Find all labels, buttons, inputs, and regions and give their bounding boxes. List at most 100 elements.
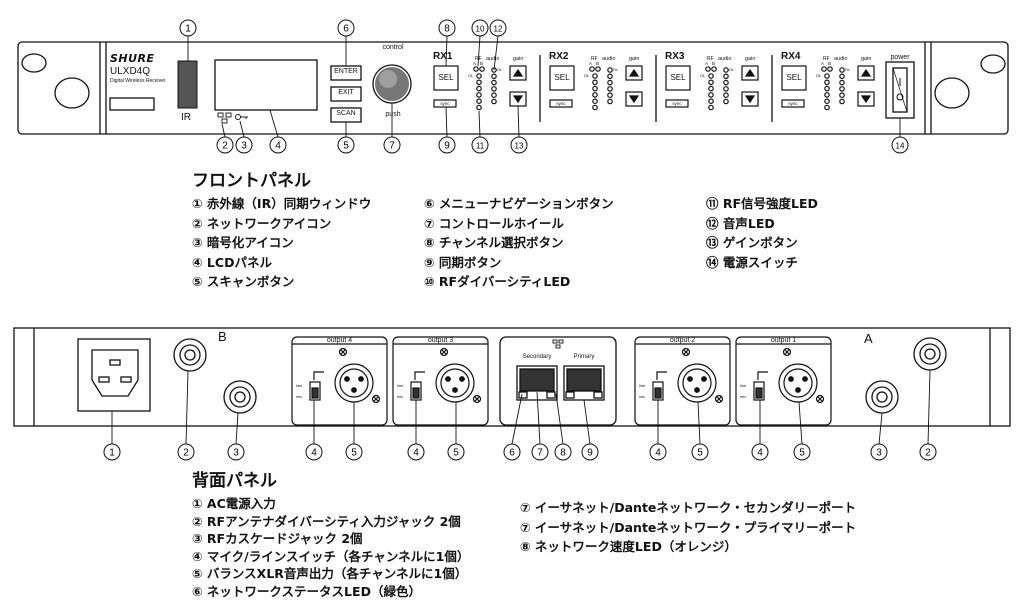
- svg-text:3: 3: [233, 448, 239, 459]
- svg-text:7: 7: [389, 141, 395, 152]
- mic-line-switch[interactable]: [753, 381, 765, 401]
- xlr-output[interactable]: [435, 363, 475, 403]
- gain-up-button[interactable]: [625, 65, 643, 81]
- ol-label: OL: [497, 67, 503, 72]
- audio-label: audio: [834, 56, 848, 62]
- sync-button[interactable]: [549, 99, 573, 108]
- rf-diversity-led-b: [479, 66, 485, 72]
- legend-item: ⑬ ゲインボタン: [706, 235, 798, 250]
- rf-strength-led: [824, 85, 830, 92]
- rf-strength-led: [708, 92, 714, 98]
- channel-strip-2: [549, 65, 643, 111]
- gain-up-button[interactable]: [509, 65, 527, 81]
- audio-led: [839, 98, 845, 105]
- sync-label: sync: [556, 101, 566, 106]
- legend-item: ⑨ 同期ボタン: [424, 254, 502, 270]
- rf-strength-led: [708, 98, 714, 105]
- front-callout-14: 14: [891, 118, 909, 154]
- sync-button[interactable]: [433, 99, 457, 108]
- mic-label: mic: [397, 394, 404, 399]
- network-module-icon: [552, 339, 564, 349]
- legend-item: ② ネットワークアイコン: [192, 215, 332, 231]
- rf-diversity-led-a: [705, 66, 711, 72]
- rear-callout-17: 2: [919, 369, 937, 461]
- legend-item: ③ RFカスケードジャック 2個: [192, 531, 363, 546]
- sel-button[interactable]: [665, 65, 691, 91]
- rf-cascade-jack-b: [223, 380, 257, 414]
- rf-strength-led: [824, 92, 830, 98]
- svg-text:5: 5: [799, 448, 805, 459]
- screw-icon: [472, 394, 482, 404]
- svg-text:4: 4: [275, 141, 281, 152]
- gain-up-button[interactable]: [741, 65, 759, 81]
- network-module: [499, 336, 617, 426]
- rf-strength-led: [476, 104, 482, 111]
- audio-led: [607, 98, 613, 105]
- output-module-4: [735, 336, 832, 426]
- xlr-output[interactable]: [334, 363, 374, 403]
- audio-led: [723, 73, 729, 80]
- svg-text:2: 2: [925, 448, 931, 459]
- ethernet-secondary-port: [516, 365, 558, 401]
- rear-callout-3: 3: [227, 412, 245, 461]
- output-label: output 3: [427, 337, 454, 344]
- audio-led: [607, 79, 613, 86]
- legend-item: ⑧ チャンネル選択ボタン: [424, 235, 564, 250]
- gain-down-button[interactable]: [857, 91, 875, 107]
- front-callout-1: 1: [179, 19, 197, 61]
- svg-text:5: 5: [343, 141, 349, 152]
- sel-label: SEL: [786, 73, 802, 82]
- channel-strip-3: [665, 65, 759, 111]
- front-callout-6: 6: [337, 19, 355, 66]
- rf-strength-led: [476, 79, 482, 86]
- gain-label: gain: [629, 56, 640, 62]
- arrow-down-icon: [860, 95, 872, 104]
- line-label: line: [397, 383, 404, 388]
- sel-button[interactable]: [549, 65, 575, 91]
- audio-label: audio: [486, 56, 500, 62]
- sel-button[interactable]: [781, 65, 807, 91]
- svg-text:2: 2: [222, 141, 228, 152]
- screw-icon: [439, 347, 449, 357]
- rf-diversity-led-b: [711, 66, 717, 72]
- b-side-label: B: [218, 329, 227, 344]
- svg-text:6: 6: [509, 448, 515, 459]
- gain-down-button[interactable]: [625, 91, 643, 107]
- gain-down-button[interactable]: [741, 91, 759, 107]
- mic-line-switch[interactable]: [309, 381, 321, 401]
- rf-label: RF: [591, 56, 598, 62]
- front-callout-3: 3: [235, 120, 253, 154]
- screw-icon: [371, 394, 381, 404]
- rf-strength-led: [476, 92, 482, 98]
- rf-label: RF: [707, 56, 714, 62]
- rf-diversity-led-b: [827, 66, 833, 72]
- audio-led: [723, 92, 729, 99]
- svg-text:7: 7: [537, 448, 543, 459]
- gain-up-button[interactable]: [857, 65, 875, 81]
- xlr-output[interactable]: [778, 363, 818, 403]
- arrow-up-icon: [860, 68, 872, 77]
- ir-label: IR: [181, 112, 191, 123]
- screw-icon: [338, 347, 348, 357]
- svg-text:12: 12: [494, 25, 503, 34]
- rf-strength-led: [476, 98, 482, 105]
- svg-text:1: 1: [185, 24, 191, 35]
- sync-button[interactable]: [781, 99, 805, 108]
- gain-label: gain: [745, 56, 756, 62]
- rear-callout-12: 4: [649, 400, 667, 461]
- rf-strength-led: [824, 104, 830, 111]
- legend-item: ⑦ コントロールホイール: [424, 215, 564, 231]
- legend-item: ④ マイク/ラインスイッチ（各チャンネルに1個）: [192, 548, 470, 564]
- encryption-icon: [235, 114, 248, 120]
- lcd-panel: [214, 59, 318, 111]
- rf-strength-led: [592, 98, 598, 105]
- legend-item: ⑭ 電源スイッチ: [706, 254, 798, 270]
- xlr-output[interactable]: [677, 363, 717, 403]
- sync-button[interactable]: [665, 99, 689, 108]
